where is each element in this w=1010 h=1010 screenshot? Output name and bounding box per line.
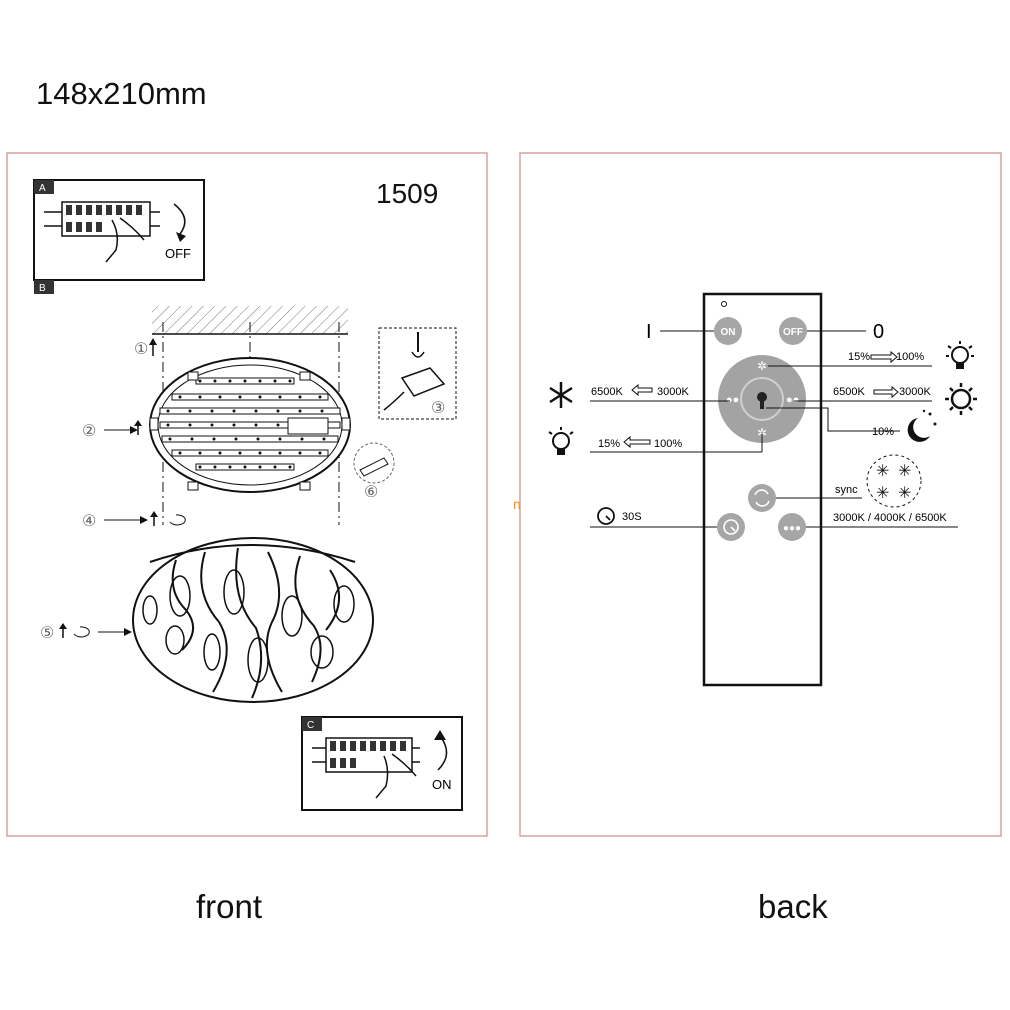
off-button-label: OFF	[783, 327, 803, 338]
stray-mark: n	[513, 496, 521, 512]
sync-lamps-icon: ✳ ✳ ✳ ✳	[866, 454, 922, 508]
ceiling-mount-diagram	[149, 306, 351, 525]
svg-text:✳: ✳	[876, 485, 889, 502]
sync-label: sync	[835, 484, 858, 496]
night-light-level: 10%	[872, 426, 894, 438]
dial-cool-icon: ●●	[786, 394, 799, 406]
timer-duration: 30S	[622, 511, 642, 523]
dial-brightness-up-icon: ✲	[757, 359, 767, 373]
step-5-label: ⑤	[40, 625, 54, 642]
cct-steps: 3000K / 4000K / 6500K	[833, 512, 947, 524]
snowflake-icon	[549, 382, 573, 408]
step-a-off-text: OFF	[165, 246, 191, 261]
remote-led	[721, 301, 727, 307]
svg-text:●●●: ●●●	[783, 523, 801, 534]
brightness-up-from: 15%	[848, 351, 870, 363]
sync-button[interactable]	[748, 484, 776, 512]
off-symbol: 0	[873, 321, 884, 343]
dial-brightness-down-icon: ✲	[757, 426, 767, 440]
cool-range-to: 3000K	[899, 386, 931, 398]
front-panel-frame	[6, 152, 488, 837]
timer-icon	[597, 507, 615, 525]
moon-icon	[907, 409, 937, 442]
step-c-corner: C	[307, 720, 314, 731]
step-6-detail: ⑥	[353, 442, 395, 501]
step-b-corner: B	[39, 283, 46, 294]
on-symbol: I	[646, 321, 652, 343]
cct-cycle-button[interactable]: ●●●	[778, 513, 806, 541]
step-a-corner: A	[39, 183, 46, 194]
step-c-on-text: ON	[432, 777, 452, 792]
control-dial[interactable]: ✲ ✲ ●● ●●	[718, 355, 806, 443]
brightness-up-to: 100%	[896, 351, 924, 363]
step-4-label: ④	[82, 513, 96, 530]
step-2-label: ②	[82, 423, 96, 440]
back-panel-frame	[519, 152, 1002, 837]
off-button[interactable]: OFF	[779, 317, 807, 345]
step-a-off-box: A B OFF	[33, 179, 205, 294]
step-c-on-box: C ON	[301, 716, 463, 811]
diffuser-cover: ⑤	[40, 537, 374, 703]
model-number: 1509	[376, 178, 439, 209]
back-caption: back	[758, 888, 828, 925]
sun-icon	[945, 383, 977, 415]
bulb-dim-icon	[548, 427, 574, 455]
warm-range-from: 6500K	[591, 386, 623, 398]
svg-text:✳: ✳	[876, 463, 889, 480]
timer-button[interactable]	[717, 513, 745, 541]
bulb-bright-icon	[946, 341, 974, 369]
page-size-label: 148x210mm	[36, 76, 207, 111]
brightness-down-to: 100%	[654, 438, 682, 450]
step-6-label: ⑥	[364, 484, 378, 501]
on-button-label: ON	[721, 327, 736, 338]
on-button[interactable]: ON	[714, 317, 742, 345]
brightness-down-from: 15%	[598, 438, 620, 450]
front-caption: front	[196, 888, 263, 925]
dial-warm-icon: ●●	[726, 394, 739, 406]
step-3-label: ③	[431, 400, 445, 417]
cool-range-from: 6500K	[833, 386, 865, 398]
svg-text:✳: ✳	[898, 463, 911, 480]
step-3-wiring-inset: ③	[378, 327, 457, 420]
svg-text:✳: ✳	[898, 485, 911, 502]
step-1-label: ①	[134, 341, 148, 358]
warm-range-to: 3000K	[657, 386, 689, 398]
